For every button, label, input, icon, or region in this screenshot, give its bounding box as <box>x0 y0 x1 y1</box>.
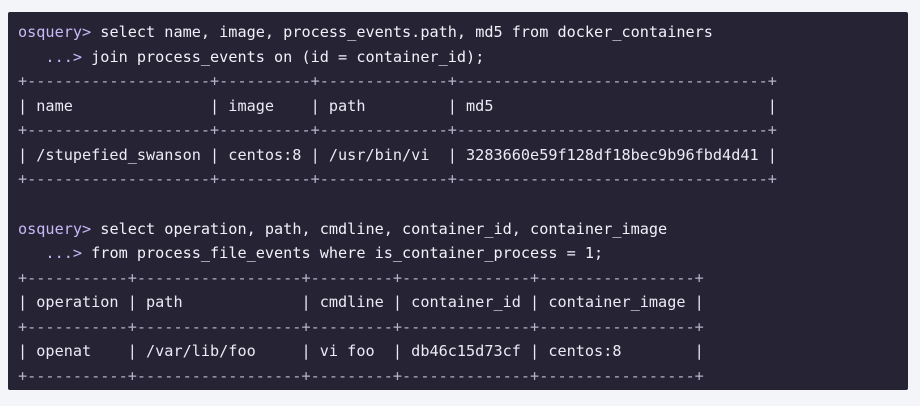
osquery-prompt: osquery> <box>18 219 92 238</box>
table-row: | openat | /var/lib/foo | vi foo | db46c… <box>18 342 704 360</box>
command-line: ...> from process_file_events where is_c… <box>18 241 777 266</box>
osquery-prompt: osquery> <box>18 23 92 41</box>
table-header: | operation | path | cmdline | container… <box>18 293 704 311</box>
terminal-window[interactable]: osquery> select name, image, process_eve… <box>8 12 908 390</box>
blank-line <box>18 192 777 217</box>
table-border: +--------------------+----------+-------… <box>18 170 777 188</box>
command-text: select operation, path, cmdline, contain… <box>91 219 668 238</box>
terminal-output: osquery> select name, image, process_eve… <box>18 20 777 388</box>
table-header: | name | image | path | md5 | <box>18 96 777 115</box>
command-text: from process_file_events where is_contai… <box>82 244 604 262</box>
table-border: +--------------------+----------+-------… <box>18 72 777 90</box>
command-line: osquery> select name, image, process_eve… <box>18 20 777 45</box>
table-border: +-----------+------------------+--------… <box>18 366 704 385</box>
table-border: +--------------------+----------+-------… <box>18 121 777 139</box>
continuation-prompt: ...> <box>18 47 83 66</box>
command-line: ...> join process_events on (id = contai… <box>18 45 777 70</box>
table-border: +-----------+------------------+--------… <box>18 317 704 336</box>
command-text: select name, image, process_events.path,… <box>91 23 713 41</box>
table-row: | /stupefied_swanson | centos:8 | /usr/b… <box>18 145 777 164</box>
command-line: osquery> select operation, path, cmdline… <box>18 217 777 242</box>
continuation-prompt: ...> <box>18 244 83 262</box>
command-text: join process_events on (id = container_i… <box>82 47 485 66</box>
table-border: +-----------+------------------+--------… <box>18 268 704 287</box>
